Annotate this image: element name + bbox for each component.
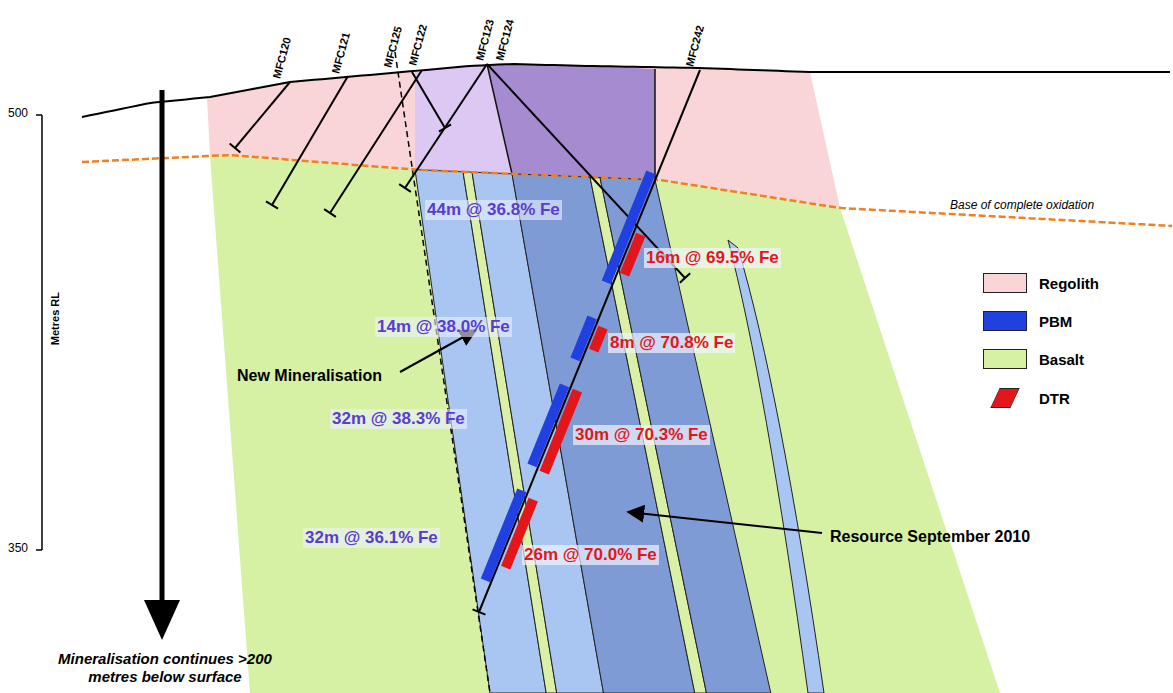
legend-item: PBM: [983, 308, 1072, 334]
drill-hole-id: MFC120: [270, 36, 293, 80]
pbm-intercept: [575, 317, 592, 359]
pbm-intercept-label: 44m @ 36.8% Fe: [425, 200, 562, 220]
drill-hole-id: MFC125: [381, 25, 404, 69]
dtr-intercept-label: 16m @ 69.5% Fe: [644, 248, 781, 268]
axis-title: Metres RL: [49, 292, 62, 345]
legend-text: Basalt: [1039, 351, 1084, 368]
drill-hole: [487, 64, 685, 278]
legend-text: PBM: [1039, 313, 1072, 330]
hole-end: [266, 201, 278, 208]
legend-item: Basalt: [983, 346, 1084, 372]
pbm-intercept-label: 32m @ 36.1% Fe: [303, 528, 440, 548]
hole-end: [473, 609, 486, 614]
hole-end: [399, 184, 411, 192]
legend-item: Regolith: [983, 270, 1099, 296]
basalt-region: [210, 155, 1000, 693]
drill-hole-id: MFC123: [473, 18, 496, 62]
legend-swatch: [983, 273, 1027, 293]
pointer-arrow: [628, 512, 822, 533]
dtr-intercept-label: 30m @ 70.3% Fe: [573, 425, 710, 445]
legend-text: DTR: [1039, 390, 1070, 407]
axis-value: 500: [8, 106, 28, 120]
pbm-intercept-label: 14m @ 38.0% Fe: [375, 317, 512, 337]
legend-swatch: [990, 388, 1019, 408]
callout-label: Resource September 2010: [830, 527, 1030, 546]
legend-swatch: [983, 349, 1027, 369]
axis-tick: [36, 549, 42, 551]
drill-hole: [412, 72, 445, 128]
legend-swatch: [983, 311, 1027, 331]
boundary-label: Base of complete oxidation: [950, 198, 1094, 212]
drill-hole-id: MFC122: [406, 23, 429, 67]
axis-tick: [36, 114, 42, 116]
drill-hole: [405, 64, 487, 188]
footnote: Mineralisation continues >200 metres bel…: [40, 650, 290, 686]
depth-arrowhead: [144, 600, 180, 640]
pbm-lens: [728, 240, 824, 693]
callout-label: New Mineralisation: [237, 366, 382, 385]
axis-line: [41, 115, 43, 550]
dtr-intercept: [594, 328, 603, 351]
drill-hole: [272, 76, 348, 205]
legend-item: DTR: [983, 385, 1070, 411]
dtr-intercept-label: 8m @ 70.8% Fe: [608, 333, 735, 353]
depth-arrow: [160, 90, 165, 602]
oxidised-pbm-dark: [487, 64, 655, 180]
pbm-intercept-label: 32m @ 38.3% Fe: [330, 409, 467, 429]
axis-value: 350: [8, 541, 28, 555]
boundary-line: [654, 69, 656, 180]
ground-surface: [82, 64, 1170, 117]
hole-end: [230, 144, 241, 153]
drill-hole-id: MFC124: [493, 18, 516, 62]
dtr-intercept-label: 26m @ 70.0% Fe: [522, 545, 659, 565]
drill-hole: [330, 70, 422, 213]
legend-text: Regolith: [1039, 275, 1099, 292]
hole-end: [680, 273, 690, 283]
dtr-intercept: [625, 235, 641, 275]
dashed-hole-trace: [395, 52, 490, 693]
drill-hole: [235, 82, 290, 148]
drill-hole-id: MFC121: [329, 31, 352, 75]
hole-end: [324, 209, 336, 217]
drill-hole-id: MFC242: [683, 24, 706, 68]
boundary-line: [487, 64, 512, 174]
